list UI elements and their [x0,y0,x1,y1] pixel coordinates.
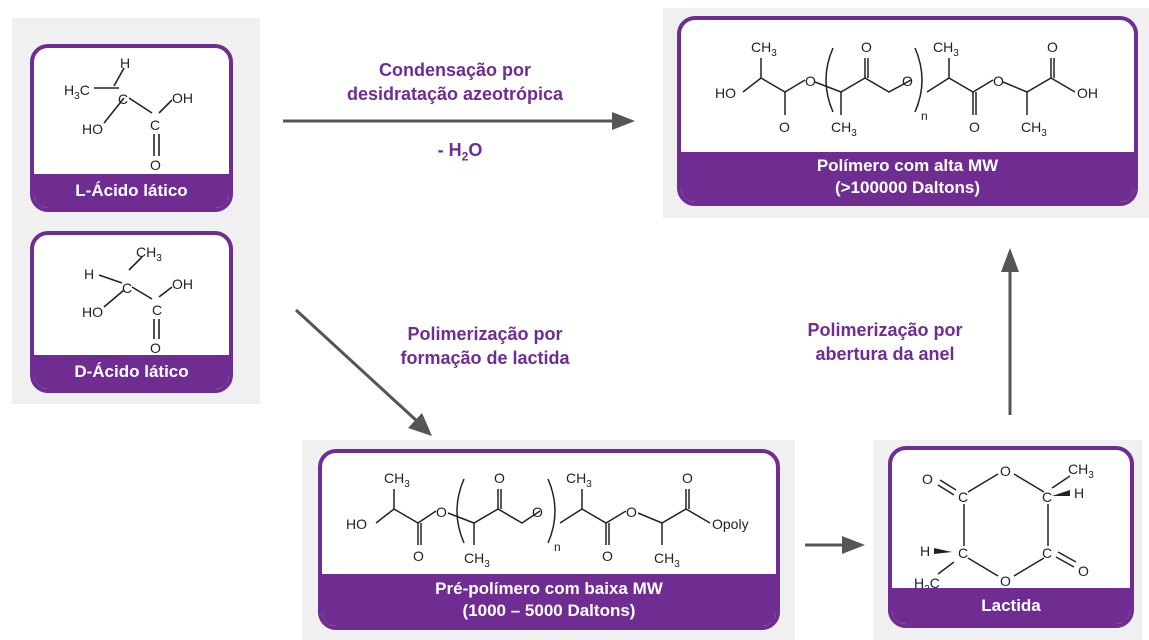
route-lactide-line1: Polimerização por [407,324,563,344]
route-condensation-label: Condensação por desidratação azeotrópica [300,58,610,106]
atom-label: O [1000,463,1011,479]
atom-label: HO [82,304,103,320]
prepolymer-label-line1: Pré-polímero com baixa MW [435,579,663,598]
atom-label: OH [172,90,193,106]
water-removal-label: - H2O [437,140,483,164]
atom-label: CH3 [831,119,857,139]
atom-label: CH3 [464,550,490,570]
atom-label: CH3 [933,39,959,59]
atom-label: CH3 [751,39,777,59]
atom-label: C [1042,545,1052,561]
atom-label: O [902,73,913,89]
prepolymer-card: CH3 HO O O CH3 O O CH3 n O O CH3 O Opoly… [318,449,780,630]
atom-label: O [1000,573,1011,589]
atom-label: CH3 [654,550,680,570]
arrow-to-prepolymer [294,308,432,436]
polymer-high-structure: CH3 HO O O CH3 O O CH3 n O O CH3 O OH [715,39,1098,139]
atom-label: HO [715,85,736,101]
polymer-high-label: Polímero com alta MW (>100000 Daltons) [681,152,1134,202]
route-lactide-line2: formação de lactida [400,348,570,368]
atom-label: O [861,39,872,55]
atom-label: O [1047,39,1058,55]
route-ring-opening-line2: abertura da anel [815,344,955,364]
polymer-high-label-line2: (>100000 Daltons) [834,178,981,197]
atom-label: O [626,504,637,520]
polymer-high-label-line1: Polímero com alta MW [816,156,999,175]
repeat-index: n [554,540,561,554]
atom-label: O [779,119,790,135]
atom-label: Opoly [712,516,749,532]
lactide-card: O O O O C C C C CH3 H H H3C Lactida [888,446,1134,628]
atom-label: HO [82,121,103,137]
lactide-structure: O O O O C C C C CH3 H H H3C [914,461,1094,595]
atom-label: H [920,543,930,559]
atom-label: H [84,266,94,282]
atom-label: O [150,157,161,173]
arrow-condensation [283,112,635,130]
route-condensation-line2: desidratação azeotrópica [346,84,564,104]
polymer-high-card: CH3 HO O O CH3 O O CH3 n O O CH3 O OH Po… [677,16,1138,206]
l-lactic-acid-structure: H H3C C OH C HO O [64,55,193,173]
atom-label: C [958,545,968,561]
atom-label: CH3 [1021,119,1047,139]
l-lactic-acid-card: H H3C C OH C HO O L-Ácido lático [30,44,233,212]
l-lactic-acid-label: L-Ácido lático [34,174,229,208]
atom-label: C [1042,489,1052,505]
atom-label: CH3 [1068,461,1094,481]
route-ring-opening-label: Polimerização por abertura da anel [770,318,1000,366]
prepolymer-label-line2: (1000 – 5000 Daltons) [462,601,636,620]
atom-label: H3C [64,82,90,102]
atom-label: H [120,55,130,71]
atom-label: O [413,548,424,564]
atom-label: CH3 [136,244,162,264]
route-ring-opening-line1: Polimerização por [807,320,963,340]
arrow-ring-opening [1001,248,1019,415]
atom-label: C [118,91,128,107]
atom-label: CH3 [384,470,410,490]
prepolymer-label: Pré-polímero com baixa MW (1000 – 5000 D… [322,574,776,626]
atom-label: O [1078,563,1089,579]
atom-label: O [602,548,613,564]
atom-label: OH [172,276,193,292]
route-condensation-line1: Condensação por [378,60,532,80]
route-lactide-label: Polimerização por formação de lactida [350,322,620,370]
atom-label: O [150,340,161,356]
atom-label: H [1074,485,1084,501]
prepolymer-structure: CH3 HO O O CH3 O O CH3 n O O CH3 O Opoly [346,470,749,570]
atom-label: OH [1077,85,1098,101]
lactide-label: Lactida [892,588,1130,624]
atom-label: C [150,117,160,133]
atom-label: C [958,489,968,505]
atom-label: C [152,302,162,318]
arrow-to-lactide [805,536,865,554]
atom-label: O [494,470,505,486]
atom-label: O [805,73,816,89]
d-lactic-acid-label: D-Ácido lático [34,355,229,389]
atom-label: O [993,73,1004,89]
atom-label: O [532,504,543,520]
atom-label: O [682,470,693,486]
atom-label: HO [346,516,367,532]
atom-label: O [922,471,933,487]
repeat-index: n [921,109,928,123]
atom-label: O [969,119,980,135]
atom-label: C [122,280,132,296]
d-lactic-acid-card: CH3 H C OH C HO O D-Ácido lático [30,231,233,393]
atom-label: CH3 [566,470,592,490]
atom-label: O [436,504,447,520]
d-lactic-acid-structure: CH3 H C OH C HO O [82,244,193,356]
